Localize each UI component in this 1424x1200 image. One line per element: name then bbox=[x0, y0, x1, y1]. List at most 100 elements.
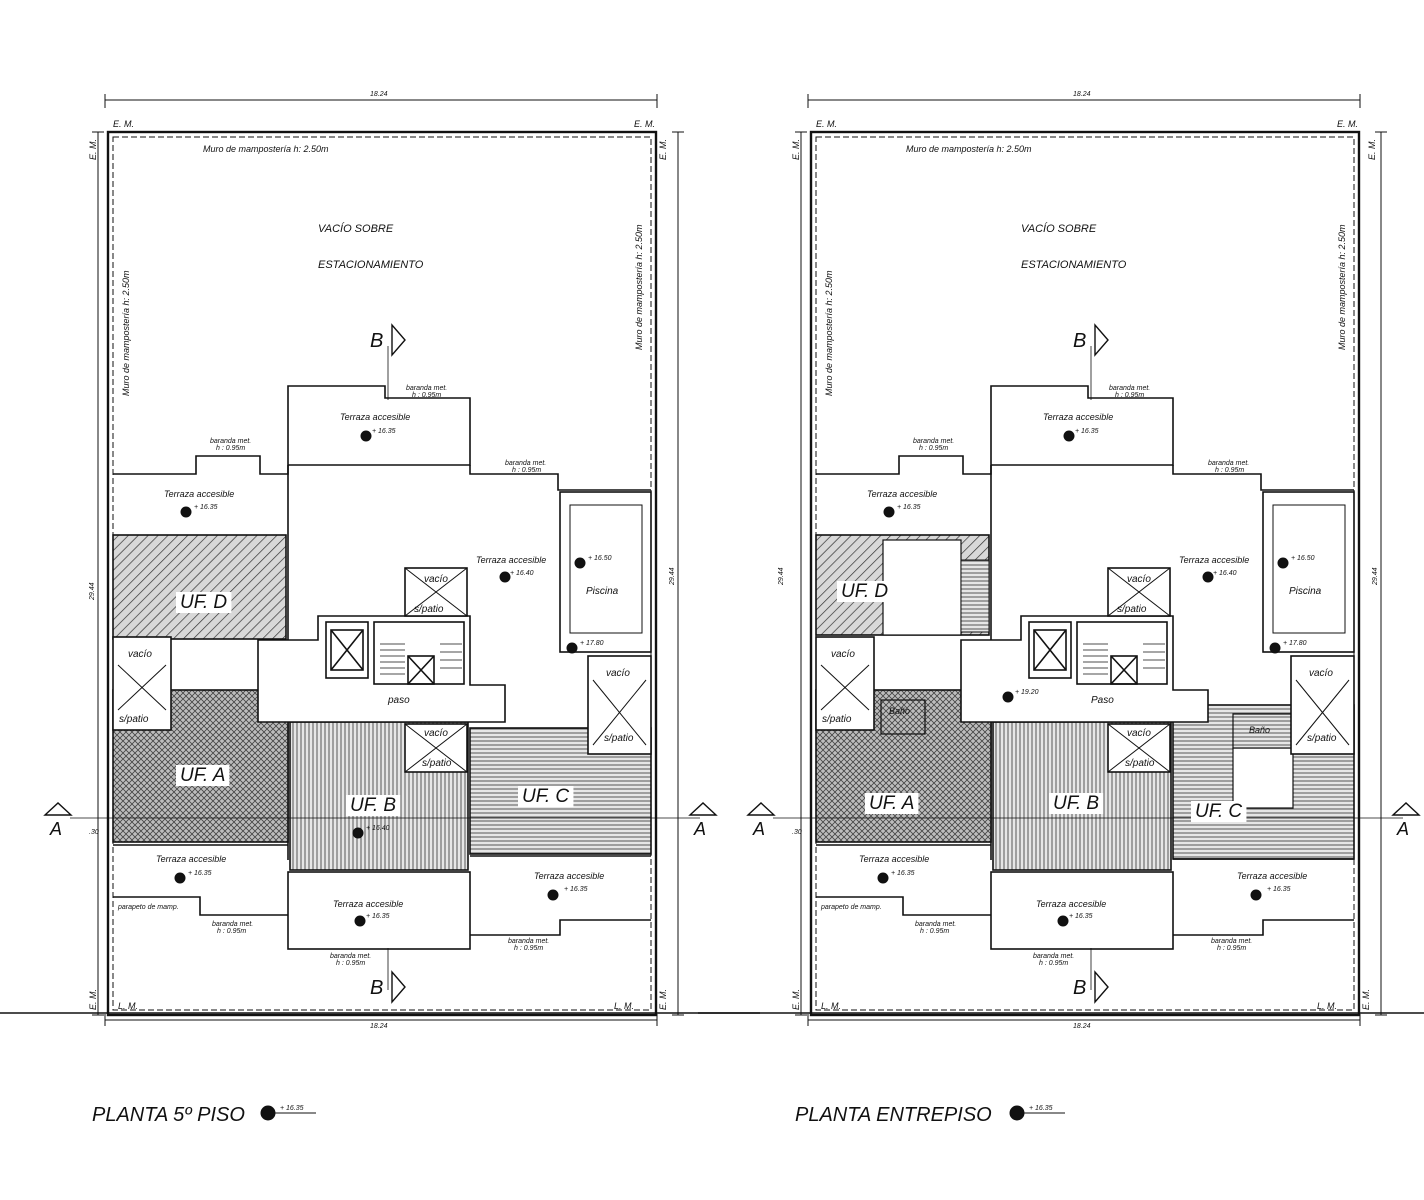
stair-steps bbox=[1083, 643, 1165, 675]
paso-label: Paso bbox=[1091, 695, 1114, 706]
section-a-left: A bbox=[49, 819, 62, 839]
spatio-label: s/patio bbox=[1117, 604, 1147, 615]
vacio-label: vacío bbox=[128, 649, 152, 660]
level-label: + 17.80 bbox=[580, 640, 604, 647]
bano-label: Baño bbox=[889, 706, 910, 716]
void-label-1: VACÍO SOBRE bbox=[1021, 222, 1097, 235]
uf-a-label: UF. A bbox=[180, 765, 225, 786]
baranda-h-label: h : 0.95m bbox=[919, 445, 948, 452]
wall-left-label: Muro de mampostería h: 2.50m bbox=[121, 270, 131, 396]
spatio-label: s/patio bbox=[414, 604, 444, 615]
baranda-h-label: h : 0.95m bbox=[217, 928, 246, 935]
spatio-label: s/patio bbox=[822, 714, 852, 725]
em-label: E. M. bbox=[816, 119, 837, 129]
wall-top-label: Muro de mampostería h: 2.50m bbox=[203, 144, 329, 154]
parapeto-label: parapeto de mamp. bbox=[820, 904, 882, 911]
uf-b-label: UF. B bbox=[1053, 793, 1099, 814]
em-label: E. M. bbox=[1361, 989, 1371, 1010]
voids bbox=[815, 567, 1355, 773]
plan-title: PLANTA ENTREPISO bbox=[795, 1104, 992, 1126]
terraza-label: Terraza accesible bbox=[534, 871, 604, 881]
unit-label-background bbox=[518, 786, 574, 807]
dim-width-bottom: 18.24 bbox=[1073, 1023, 1091, 1030]
vacio-label: vacío bbox=[606, 668, 630, 679]
level-label: + 16.35 bbox=[1069, 913, 1093, 920]
level-label: + 16.40 bbox=[366, 825, 390, 832]
baranda-h-label: h : 0.95m bbox=[216, 445, 245, 452]
terraza-label: Terraza accesible bbox=[156, 854, 226, 864]
baranda-h-label: h : 0.95m bbox=[1115, 392, 1144, 399]
unit-label-background bbox=[1191, 801, 1247, 822]
dim-width-bottom: 18.24 bbox=[370, 1023, 388, 1030]
void-label-1: VACÍO SOBRE bbox=[318, 222, 394, 235]
dim-depth-left: 29.44 bbox=[89, 582, 96, 601]
terraza-label: Terraza accesible bbox=[1043, 412, 1113, 422]
lm-label: L. M. bbox=[821, 1001, 841, 1011]
uf-d-stair bbox=[960, 559, 990, 633]
plan-quinto-piso: 18.24 18.24 29.44 29.44 E. M. E. M. E. M… bbox=[0, 91, 760, 1126]
section-a-right: A bbox=[1396, 819, 1409, 839]
wall-right-label: Muro de mampostería h: 2.50m bbox=[1337, 224, 1347, 350]
unit-label-background bbox=[1049, 793, 1104, 814]
section-markers bbox=[43, 323, 718, 1004]
paso-label: paso bbox=[387, 695, 410, 706]
baranda-label: baranda met. bbox=[210, 438, 251, 445]
parapeto-label: parapeto de mamp. bbox=[117, 904, 179, 911]
dim-depth-right: 29.44 bbox=[669, 567, 676, 586]
baranda-label: baranda met. bbox=[1211, 938, 1252, 945]
baranda-label: baranda met. bbox=[406, 385, 447, 392]
baranda-label: baranda met. bbox=[915, 921, 956, 928]
terraza-label: Terraza accesible bbox=[1237, 871, 1307, 881]
baranda-h-label: h : 0.95m bbox=[1039, 960, 1068, 967]
vacio-label: vacío bbox=[424, 574, 448, 585]
spatio-label: s/patio bbox=[422, 758, 452, 769]
section-b-top: B bbox=[370, 330, 383, 352]
uf-a-label: UF. A bbox=[869, 793, 914, 814]
dimension-lines bbox=[795, 94, 1387, 1026]
stair-steps bbox=[380, 643, 462, 675]
terraza-label: Terraza accesible bbox=[1036, 899, 1106, 909]
plan-title-level: + 16.35 bbox=[1029, 1105, 1053, 1112]
uf-c-label: UF. C bbox=[1195, 801, 1242, 822]
wall-left-label: Muro de mampostería h: 2.50m bbox=[824, 270, 834, 396]
dim-depth-left: 29.44 bbox=[778, 567, 785, 586]
em-label: E. M. bbox=[791, 139, 801, 160]
baranda-h-label: h : 0.95m bbox=[336, 960, 365, 967]
plan-title: PLANTA 5º PISO bbox=[92, 1104, 245, 1126]
baranda-label: baranda met. bbox=[1109, 385, 1150, 392]
section-b-top: B bbox=[1073, 330, 1086, 352]
level-label: + 19.20 bbox=[1015, 689, 1039, 696]
unit-label-background bbox=[837, 581, 893, 602]
lower-terraces bbox=[816, 844, 1354, 950]
terraza-label: Terraza accesible bbox=[164, 489, 234, 499]
plan-entrepiso: 18.24 18.24 29.44 29.44 E. M. E. M. E. M… bbox=[698, 91, 1424, 1126]
uf-d-label: UF. D bbox=[841, 581, 888, 602]
level-label: + 16.35 bbox=[188, 870, 212, 877]
vacio-label: vacío bbox=[1127, 574, 1151, 585]
section-markers bbox=[746, 323, 1421, 1004]
plan-labels: 18.24 18.24 29.44 29.44 E. M. E. M. E. M… bbox=[752, 91, 1409, 1126]
level-markers bbox=[174, 430, 586, 1121]
baranda-label: baranda met. bbox=[913, 438, 954, 445]
spatio-label: s/patio bbox=[1125, 758, 1155, 769]
em-label: E. M. bbox=[88, 989, 98, 1010]
em-label: E. M. bbox=[1367, 139, 1377, 160]
unit-label-background bbox=[176, 765, 230, 786]
baranda-label: baranda met. bbox=[330, 953, 371, 960]
wall-top-label: Muro de mampostería h: 2.50m bbox=[906, 144, 1032, 154]
level-label: + 16.35 bbox=[1267, 886, 1291, 893]
level-label: + 16.35 bbox=[1075, 428, 1099, 435]
lm-label: L. M. bbox=[118, 1001, 138, 1011]
baranda-h-label: h : 0.95m bbox=[920, 928, 949, 935]
baranda-h-label: h : 0.95m bbox=[512, 467, 541, 474]
pool bbox=[1262, 491, 1355, 653]
baranda-label: baranda met. bbox=[1033, 953, 1074, 960]
baranda-label: baranda met. bbox=[505, 460, 546, 467]
spatio-label: s/patio bbox=[604, 733, 634, 744]
lm-label: L. M. bbox=[614, 1001, 634, 1011]
uf-c-label: UF. C bbox=[522, 786, 569, 807]
void-label-2: ESTACIONAMIENTO bbox=[1021, 259, 1127, 271]
terraza-label: Terraza accesible bbox=[1179, 555, 1249, 565]
baranda-label: baranda met. bbox=[1208, 460, 1249, 467]
